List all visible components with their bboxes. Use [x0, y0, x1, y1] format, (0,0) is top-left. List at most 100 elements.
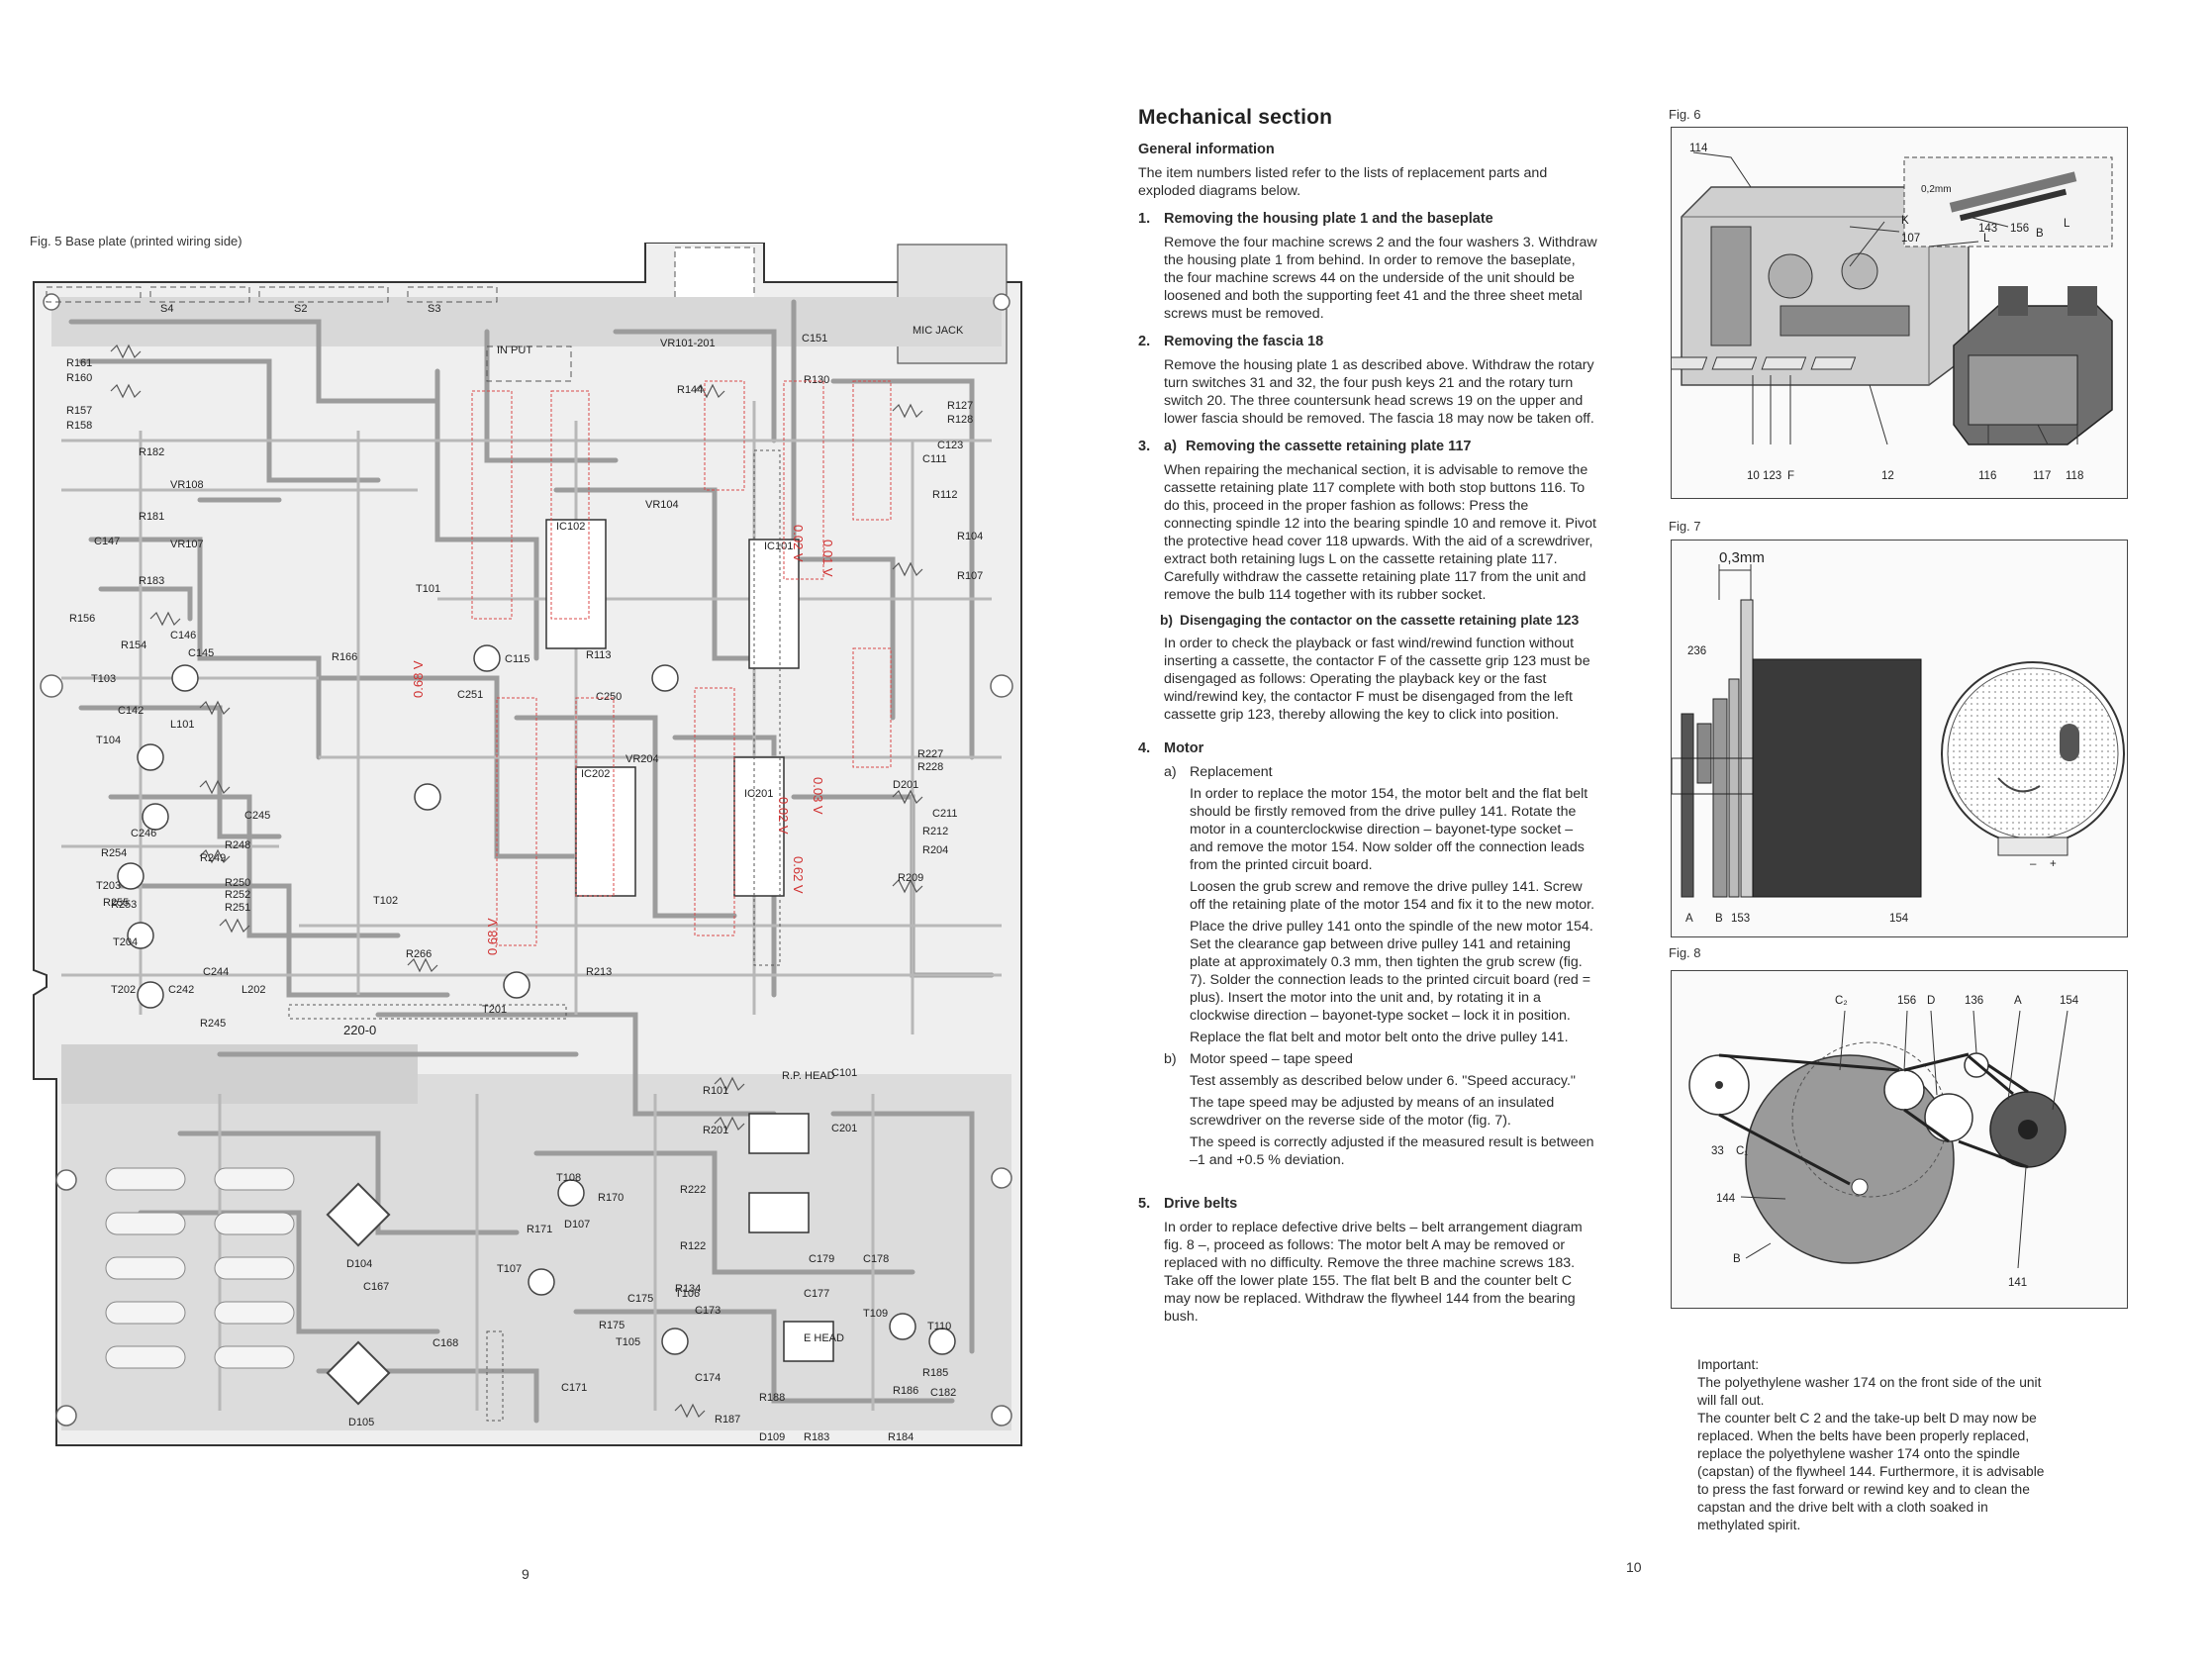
label-head-rp: R.P. HEAD — [782, 1070, 835, 1082]
label-d201: D201 — [893, 779, 918, 791]
voltage-annotation: 0.01 V — [820, 540, 835, 577]
section-4a-p4: Replace the flat belt and motor belt ont… — [1190, 1030, 1569, 1045]
voltage-annotation: 0.68 V — [485, 918, 500, 955]
label-r245: R245 — [200, 1018, 226, 1030]
label-t204: T204 — [113, 936, 138, 948]
label-vr104: VR104 — [645, 499, 679, 511]
label-r158: R158 — [66, 420, 92, 432]
label-c167: C167 — [363, 1281, 389, 1293]
label-t105: T105 — [616, 1336, 640, 1348]
label-r157: R157 — [66, 405, 92, 417]
label-c123: C123 — [937, 440, 963, 451]
fig6-part-f: F — [1787, 470, 1794, 482]
label-l101: L101 — [170, 719, 194, 731]
label-l202: L202 — [241, 984, 265, 996]
label-s4: S4 — [160, 303, 173, 315]
fig7-part-236: 236 — [1687, 645, 1706, 657]
label-d107: D107 — [564, 1219, 590, 1230]
label-c147: C147 — [94, 536, 120, 547]
fig7-minus: – — [2030, 858, 2037, 870]
fig6-part-10: 10 — [1747, 470, 1760, 482]
section-4b: b) Motor speed – tape speed Test assembl… — [1164, 1050, 1598, 1173]
section-2-body: Remove the housing plate 1 as described … — [1164, 357, 1594, 427]
fig8-part-33: 33 — [1711, 1145, 1724, 1157]
label-r212: R212 — [922, 826, 948, 837]
label-ic102: IC102 — [556, 521, 585, 533]
label-c173: C173 — [695, 1305, 721, 1317]
section-4a-p1: In order to replace the motor 154, the m… — [1190, 786, 1588, 873]
label-t102: T102 — [373, 895, 398, 907]
label-r171: R171 — [527, 1224, 552, 1235]
label-t202: T202 — [111, 984, 136, 996]
fig7-label: Fig. 7 — [1669, 519, 1701, 534]
label-ic101: IC101 — [764, 541, 793, 552]
section-4b-title: Motor speed – tape speed — [1190, 1051, 1353, 1067]
label-r127: R127 — [947, 400, 973, 412]
label-c179: C179 — [809, 1253, 834, 1265]
section-1-body: Remove the four machine screws 2 and the… — [1164, 235, 1597, 322]
important-p2: The counter belt C 2 and the take-up bel… — [1697, 1411, 2045, 1532]
label-r213: R213 — [586, 966, 612, 978]
voltage-annotation: 0.03 V — [811, 777, 825, 815]
label-c211: C211 — [932, 808, 957, 820]
label-t108: T108 — [556, 1172, 581, 1184]
fig8-part-d: D — [1927, 995, 1935, 1007]
section-4b-p3: The speed is correctly adjusted if the m… — [1190, 1134, 1594, 1168]
label-t101: T101 — [416, 583, 440, 595]
label-c151: C151 — [802, 333, 827, 344]
label-r186: R186 — [893, 1385, 918, 1397]
label-r175: R175 — [599, 1320, 625, 1331]
fig6-part-b: B — [2036, 228, 2044, 240]
fig6-label: Fig. 6 — [1669, 107, 1701, 122]
label-t203: T203 — [96, 880, 121, 892]
label-c242: C242 — [168, 984, 194, 996]
label-c244: C244 — [203, 966, 229, 978]
label-c250: C250 — [596, 691, 622, 703]
label-r252: R252 — [225, 889, 250, 901]
label-c168: C168 — [433, 1337, 458, 1349]
label-input: IN PUT — [497, 344, 532, 356]
label-c201: C201 — [831, 1123, 857, 1134]
label-t103: T103 — [91, 673, 116, 685]
label-r187: R187 — [715, 1414, 740, 1426]
fig8-label: Fig. 8 — [1669, 945, 1701, 960]
fig7-part-b: B — [1715, 913, 1723, 925]
label-vr107: VR107 — [170, 539, 204, 550]
section-title: Mechanical section — [1138, 106, 1333, 129]
label-t106: T106 — [675, 1288, 700, 1300]
section-4b-p1: Test assembly as described below under 6… — [1190, 1073, 1576, 1089]
label-vr108: VR108 — [170, 479, 204, 491]
fig8-frame: C₂ 156 D 136 A 154 33 C₁ 144 B 141 — [1671, 970, 2128, 1309]
fig8-part-c1: C₁ — [1736, 1145, 1748, 1157]
fig7-plus: + — [2050, 858, 2057, 870]
label-ic202: IC202 — [581, 768, 610, 780]
section-3a-heading: 3.a)Removing the cassette retaining plat… — [1138, 439, 1472, 454]
label-c251: C251 — [457, 689, 483, 701]
label-c146: C146 — [170, 630, 196, 641]
fig6-frame: 114 107 K L B L 0,2mm 143 156 10 123 F 1… — [1662, 127, 2128, 499]
voltage-annotation: 0.62 V — [791, 856, 806, 894]
label-c174: C174 — [695, 1372, 721, 1384]
label-c145: C145 — [188, 647, 214, 659]
label-t201: T201 — [482, 1004, 507, 1016]
general-heading: General information — [1138, 142, 1275, 157]
fig7-part-153: 153 — [1731, 913, 1750, 925]
fig6-part-123: 123 — [1763, 470, 1781, 482]
label-r184: R184 — [888, 1431, 914, 1443]
label-ic201: IC201 — [744, 788, 773, 800]
label-s2: S2 — [294, 303, 307, 315]
label-r183: R183 — [139, 575, 164, 587]
section-1-heading: 1.Removing the housing plate 1 and the b… — [1138, 211, 1493, 227]
fig7-part-a: A — [1685, 913, 1693, 925]
fig8-part-144: 144 — [1716, 1193, 1736, 1205]
fig8-part-156: 156 — [1897, 995, 1916, 1007]
label-c175: C175 — [627, 1293, 653, 1305]
fig6-part-12: 12 — [1881, 470, 1894, 482]
label-c111: C111 — [922, 453, 947, 465]
label-t110: T110 — [927, 1321, 951, 1332]
section-4a-p2: Loosen the grub screw and remove the dri… — [1190, 879, 1595, 913]
voltage-annotation: 0.02 V — [791, 525, 806, 562]
mechanical-section-text: Mechanical section General information T… — [1138, 106, 1598, 1329]
label-r222: R222 — [680, 1184, 706, 1196]
pcb-diagram: S4 S2 S3 IN PUT MIC JACK VR101-201 T101 … — [33, 243, 1022, 1446]
